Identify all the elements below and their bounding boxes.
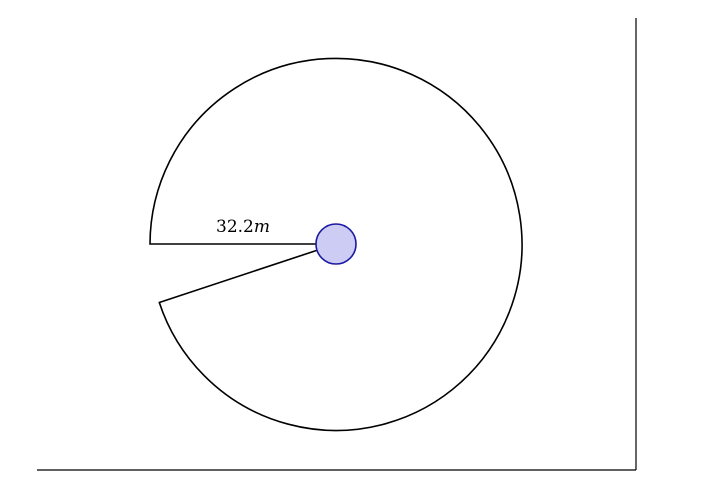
center-point [315, 223, 357, 265]
sector-outline [149, 57, 523, 432]
radius-value: 32.2 [216, 217, 254, 237]
radius-label: 32.2m [216, 217, 270, 237]
radius-unit: m [254, 217, 270, 237]
